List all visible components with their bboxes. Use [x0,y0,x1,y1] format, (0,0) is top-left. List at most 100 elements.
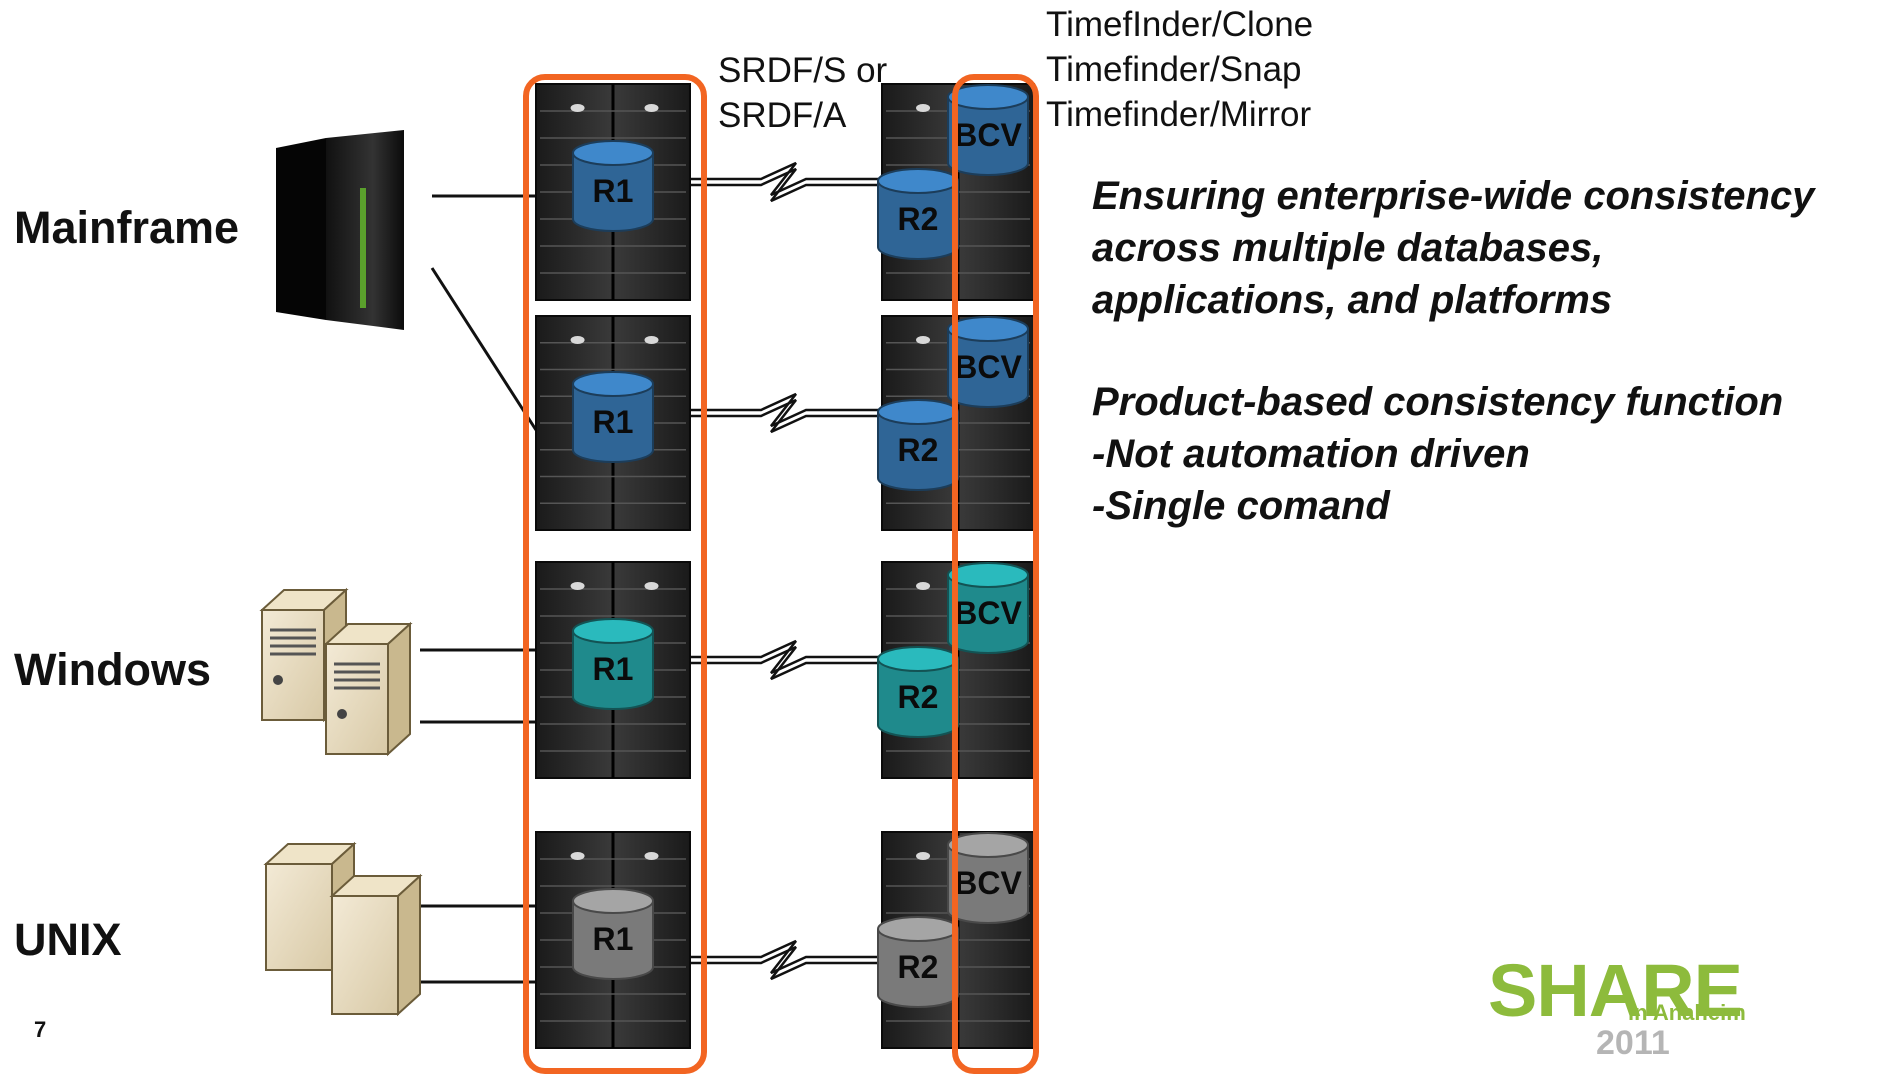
timefinder-label: TimefInder/Clone Timefinder/Snap Timefin… [1046,2,1313,137]
r2-volume-3: R2 [877,646,959,738]
replication-link-1-strand-1 [690,161,882,197]
r2-volume-3-top [877,646,959,672]
share-logo: SHARE in Anaheim 2011 [1488,948,1778,1063]
r1-volume-3: R1 [572,618,654,710]
target-array-4-indicator [916,852,931,860]
note-consistency-line1: Ensuring enterprise-wide consistency [1092,174,1815,218]
host-link-2 [430,267,538,431]
r1-volume-4-label: R1 [593,921,634,957]
mainframe-icon-accent [360,188,366,308]
replication-label: SRDF/S or SRDF/A [718,48,887,138]
windows-server-icon-2-side [387,621,411,757]
r1-volume-3-top [572,618,654,644]
replication-link-4-strand-2 [690,945,882,981]
r1-volume-3-body [572,631,654,710]
source-array-4-indicator [570,852,585,860]
share-logo-location: in Anaheim [1628,1000,1746,1025]
mainframe-icon [276,130,404,330]
note-product-line2: -Not automation driven [1092,432,1530,476]
target-array-1-indicator [916,104,931,112]
source-array-2-indicator [570,336,585,344]
replication-label-line1: SRDF/S or [718,51,888,90]
r1-volume-3-label: R1 [593,651,634,687]
r1-volume-4-top [572,888,654,914]
r2-volume-4: R2 [877,916,959,1008]
source-array-2-indicator [644,336,659,344]
unix-server-icon-1-front [265,863,333,971]
source-array-4-indicator [644,852,659,860]
bcv-volume-2: BCV [947,316,1029,408]
r1-volume-1-label: R1 [593,173,634,209]
replication-link-4 [690,939,882,981]
replication-link-3-strand-2 [690,645,882,681]
bcv-volume-3-body [947,575,1029,654]
bcv-volume-4-body [947,845,1029,924]
bcv-volume-3: BCV [947,562,1029,654]
target-array-3-indicator [916,582,931,590]
note-consistency-line2: across multiple databases, [1092,226,1604,270]
share-logo-brand: SHARE [1488,949,1743,1032]
replication-link-1 [690,161,882,203]
hosts-layer [259,130,423,1017]
bcv-volume-2-body [947,329,1029,408]
bcv-volume-2-label: BCV [954,349,1022,385]
note-product-line1: Product-based consistency function [1092,380,1784,424]
r2-volume-2-label: R2 [898,432,939,468]
r2-volume-1: R2 [877,168,959,260]
source-array-1-indicator [570,104,585,112]
unix-server-icon-2 [329,873,423,1017]
bcv-volume-1-label: BCV [954,117,1022,153]
page-number: 7 [34,1017,47,1042]
r1-volume-2-label: R1 [593,404,634,440]
r1-volume-2-body [572,384,654,463]
note-product-line3: -Single comand [1092,484,1390,528]
replication-link-4-strand-1 [690,939,882,975]
platform-label-unix: UNIX [14,914,122,965]
r1-volume-1-body [572,153,654,232]
timefinder-label-line2: Timefinder/Snap [1046,50,1302,89]
r2-volume-1-label: R2 [898,201,939,237]
connections-layer [410,161,882,984]
r2-volume-3-label: R2 [898,679,939,715]
bcv-volume-3-label: BCV [954,595,1022,631]
r1-volume-1: R1 [572,140,654,232]
note-consistency-line3: applications, and platforms [1092,278,1613,322]
r1-volume-4-body [572,901,654,980]
timefinder-label-line1: TimefInder/Clone [1046,5,1314,44]
r1-volume-2-top [572,371,654,397]
r1-volume-1-top [572,140,654,166]
replication-link-2 [690,392,882,434]
source-array-3-indicator [644,582,659,590]
platform-label-mainframe: Mainframe [14,202,240,253]
replication-link-3-strand-1 [690,639,882,675]
bcv-volume-3-top [947,562,1029,588]
timefinder-label-line3: Timefinder/Mirror [1046,95,1312,134]
windows-server-icon-2-front [325,643,389,755]
unix-server-icon-2-side [397,873,421,1017]
replication-link-3 [690,639,882,681]
windows-server-icon-1-power [273,675,283,685]
replication-label-line2: SRDF/A [718,96,847,135]
r1-volume-4: R1 [572,888,654,980]
source-consistency-group-box [523,74,707,1074]
unix-server-icon-2-front [331,895,399,1015]
bcv-volume-2-top [947,316,1029,342]
r1-volume-2: R1 [572,371,654,463]
bcv-volume-4-top [947,832,1029,858]
platform-label-windows: Windows [14,644,212,695]
replication-link-2-strand-2 [690,398,882,434]
r2-volume-2-top [877,399,959,425]
r2-volume-4-label: R2 [898,949,939,985]
replication-link-2-strand-1 [690,392,882,428]
bcv-consistency-group-box [952,74,1039,1074]
r2-volume-2: R2 [877,399,959,491]
source-array-1-indicator [644,104,659,112]
share-logo-year: 2011 [1596,1024,1670,1062]
r2-volume-1-top [877,168,959,194]
windows-server-icon-2 [323,621,413,757]
mainframe-icon-side [276,138,326,320]
windows-server-icon-2-power [337,709,347,719]
